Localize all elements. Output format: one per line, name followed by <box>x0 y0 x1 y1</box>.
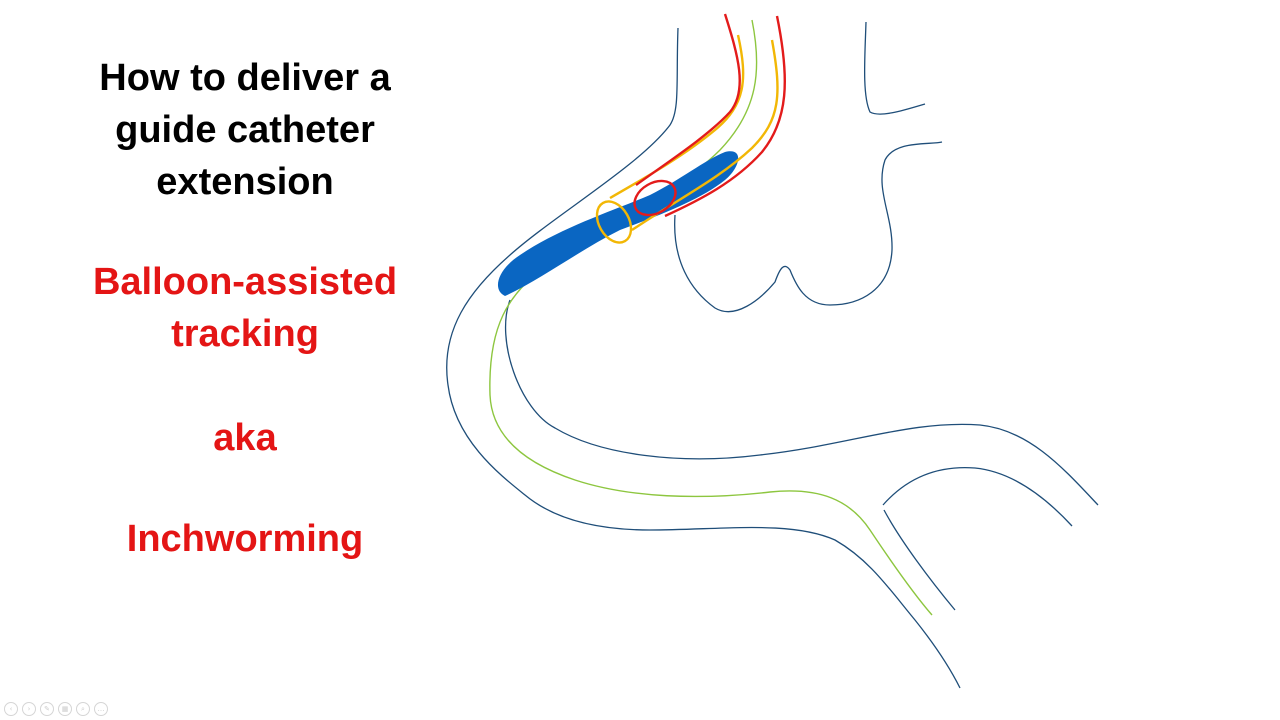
guide-catheter-outer <box>635 13 741 186</box>
title-line-1: How to deliver a <box>99 57 391 99</box>
more-icon[interactable]: … <box>94 702 108 716</box>
technique-line-1: Balloon-assisted <box>92 261 398 303</box>
alternate-name: Inchworming <box>126 518 364 560</box>
aortic-upper-wall <box>863 21 926 115</box>
aorta-right-wall-lower <box>504 299 1099 506</box>
slides-icon[interactable]: ▦ <box>58 702 72 716</box>
extension-catheter-tip <box>595 200 633 244</box>
slide-title: How to deliver a guide catheter extensio… <box>40 52 450 208</box>
balloon <box>497 151 739 296</box>
title-line-3: extension <box>156 161 334 203</box>
aortic-root <box>674 141 943 313</box>
aka-label: aka <box>213 417 277 459</box>
technique-name: Balloon-assisted tracking <box>40 256 450 360</box>
next-icon[interactable]: › <box>22 702 36 716</box>
guide-catheter-tip <box>633 179 677 217</box>
side-branch-inner-wall <box>883 509 956 611</box>
aorta-left-wall <box>446 27 961 689</box>
title-line-2: guide catheter <box>115 109 375 151</box>
pen-icon[interactable]: ✎ <box>40 702 54 716</box>
slideshow-toolbar: ‹ › ✎ ▦ ⌕ … <box>4 702 108 716</box>
guidewire <box>489 19 933 616</box>
zoom-icon[interactable]: ⌕ <box>76 702 90 716</box>
side-branch-vessel <box>882 466 1073 527</box>
guide-catheter-inner <box>664 15 787 218</box>
technique-line-2: tracking <box>171 313 319 355</box>
prev-icon[interactable]: ‹ <box>4 702 18 716</box>
